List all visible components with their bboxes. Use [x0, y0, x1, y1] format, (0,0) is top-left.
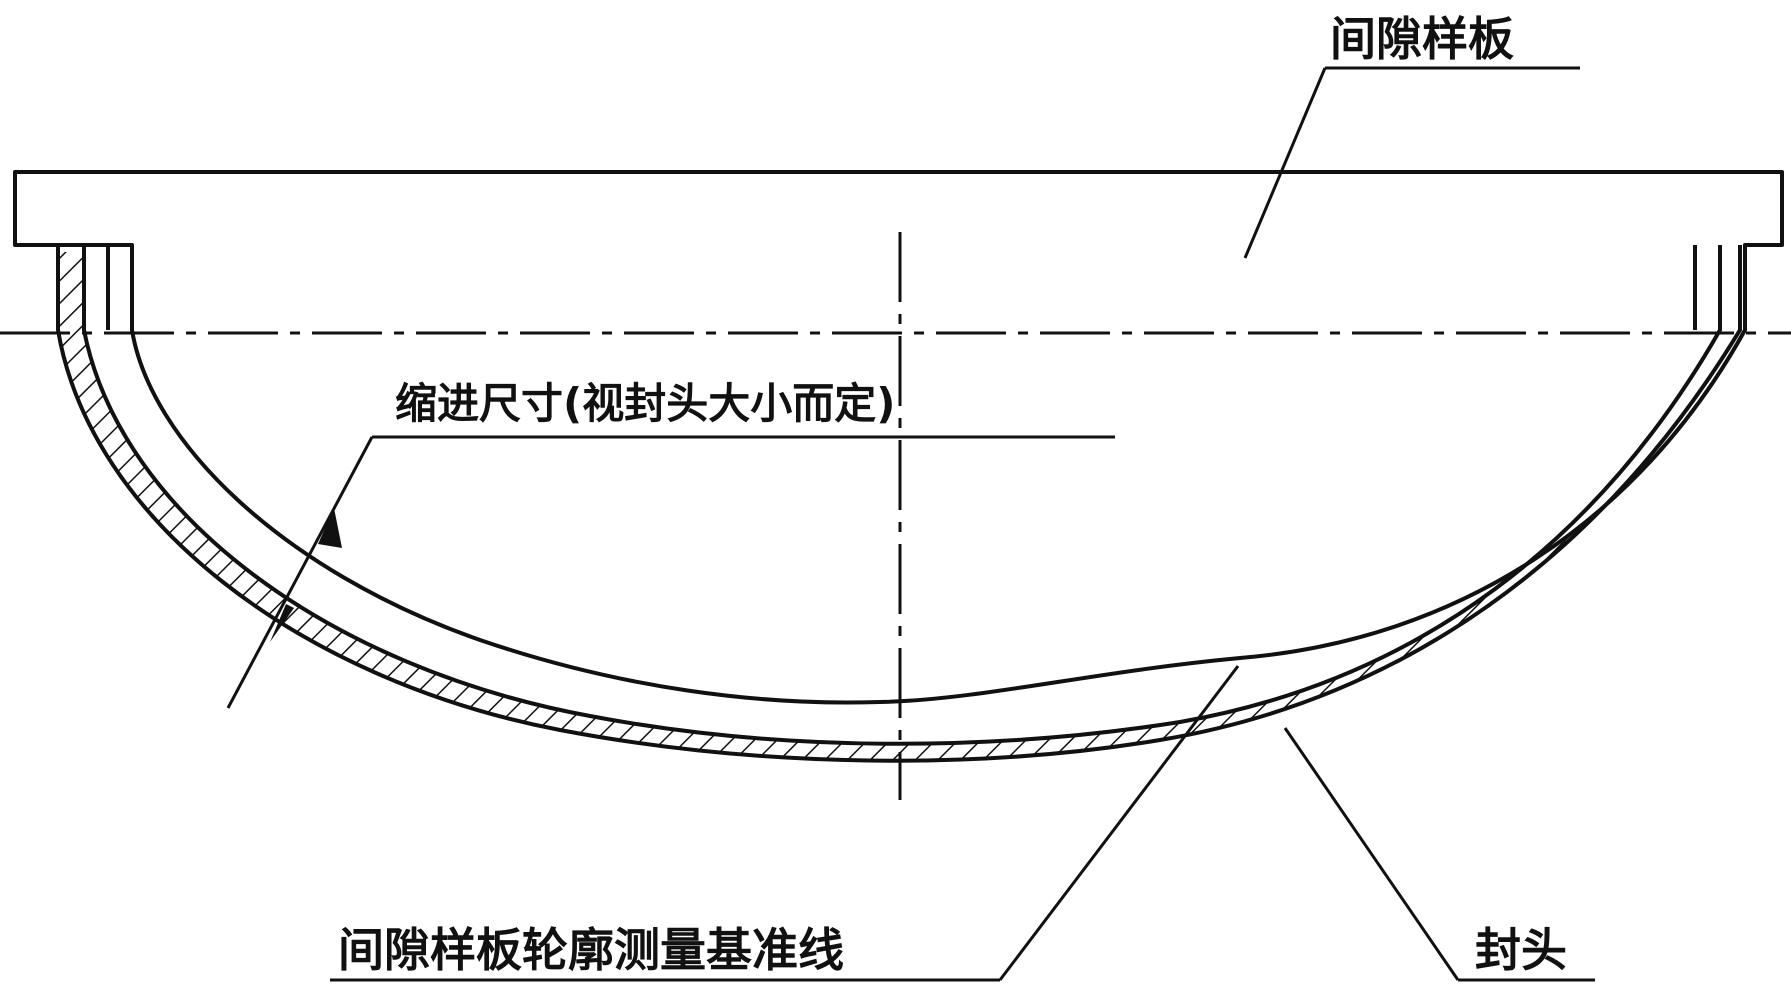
label-baseline: 间隙样板轮廓测量基准线: [338, 923, 844, 977]
indent-arrow-top: [318, 508, 342, 548]
label-gap-template: 间隙样板: [1330, 12, 1514, 66]
leader-baseline-diag: [998, 665, 1240, 981]
label-head: 封头: [1475, 923, 1567, 977]
leader-head-diag: [1283, 727, 1460, 981]
head-left-flange: [56, 245, 1742, 763]
indent-arrow-bottom: [270, 604, 294, 642]
head-inner-contour: [82, 245, 1722, 746]
leader-indent-diag: [226, 436, 374, 709]
leader-gap-template-diag: [1243, 67, 1327, 259]
label-indent-dimension: 缩进尺寸(视封头大小而定): [395, 379, 895, 428]
